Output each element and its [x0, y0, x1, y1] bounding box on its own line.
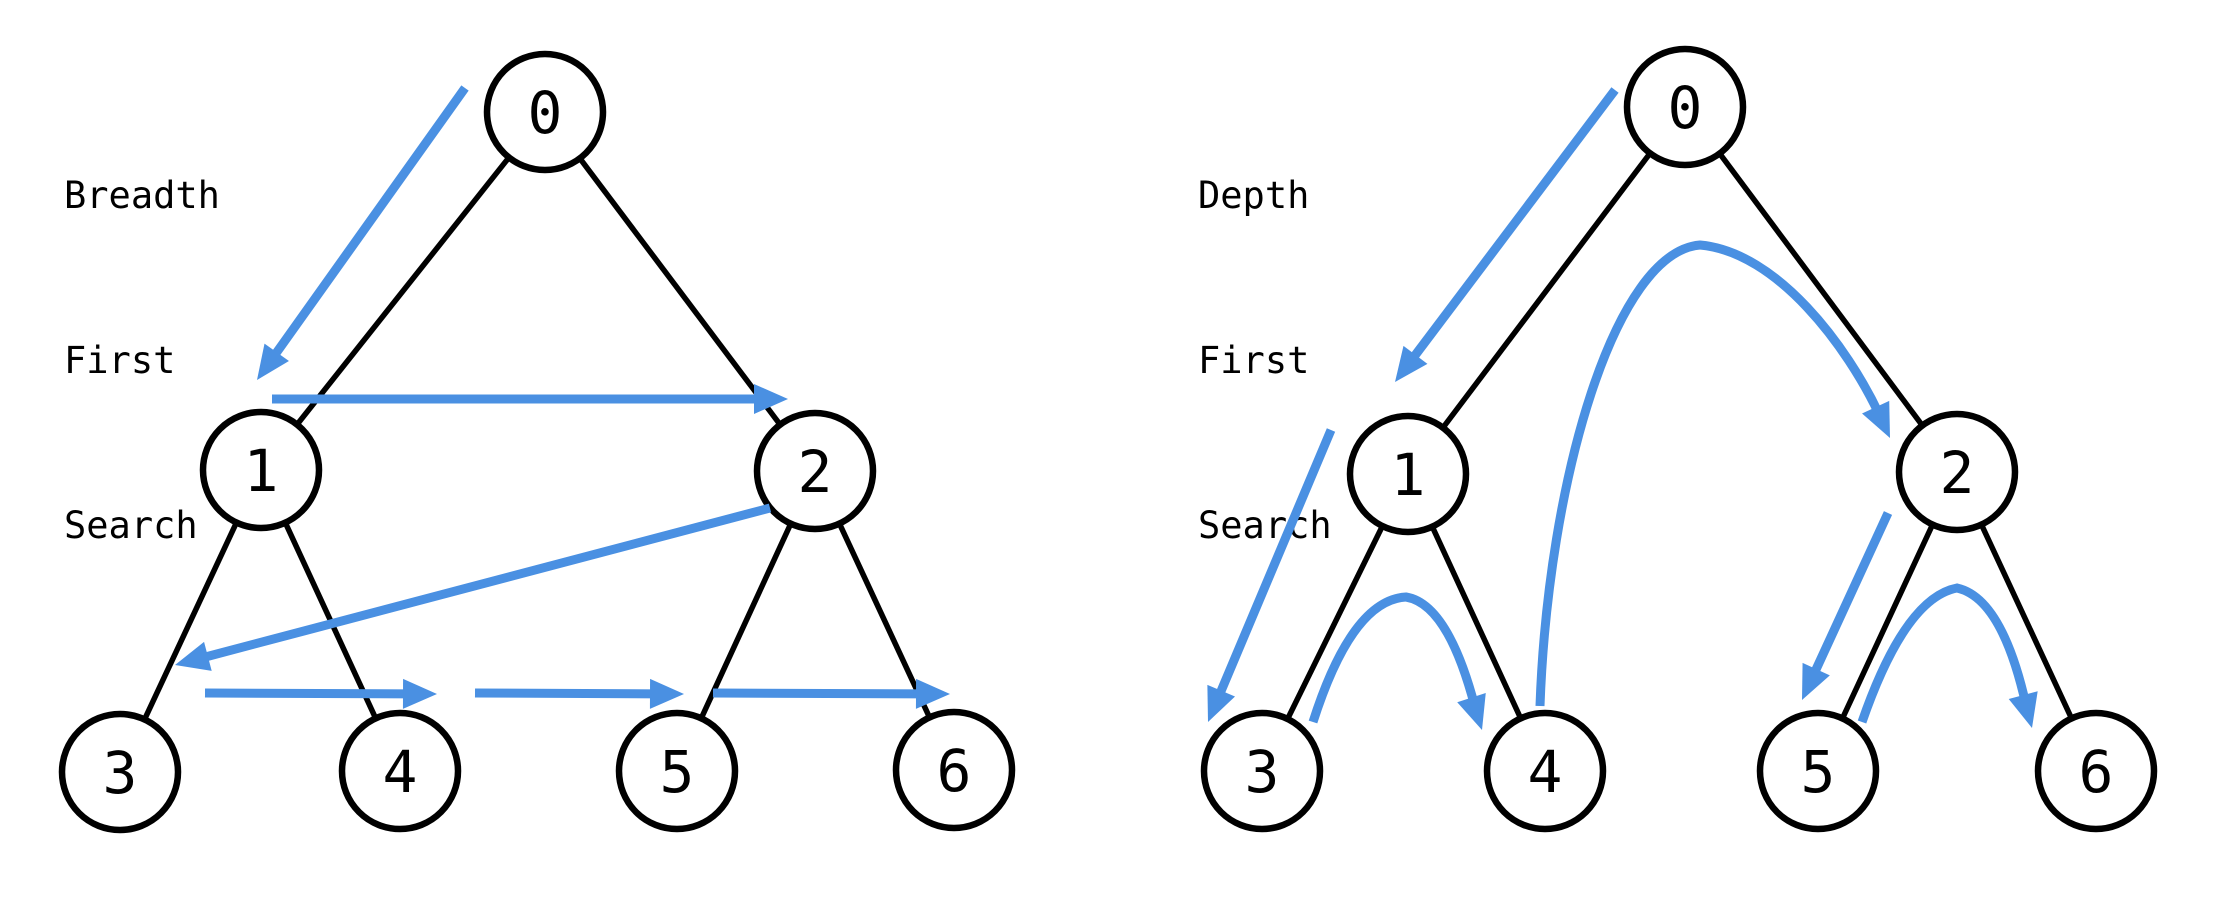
tree-edge-0-2	[1682, 105, 1960, 474]
arrowhead-icon	[754, 384, 788, 414]
node-circle	[338, 709, 462, 833]
traversal-arrow-5-6	[1857, 583, 2038, 728]
node-label: 6	[2079, 738, 2114, 806]
node-label: 2	[1940, 439, 1975, 507]
node-label: 0	[1668, 74, 1703, 142]
node-label: 1	[1391, 441, 1426, 509]
arrow-shaft	[269, 85, 469, 360]
node-circle	[1200, 709, 1324, 833]
arrowhead-icon	[915, 678, 950, 709]
arrowhead-icon	[1395, 345, 1428, 382]
bfs-tree-arrows	[175, 85, 950, 709]
node-circle	[1756, 709, 1880, 833]
arrow-shaft	[1308, 592, 1480, 724]
arrowhead-icon	[1802, 662, 1830, 700]
bfs-tree-node-5: 5	[615, 709, 739, 833]
node-circle	[483, 50, 607, 174]
traversal-arrow-1-2	[272, 384, 788, 414]
tree-edge-0-1	[258, 110, 548, 472]
node-label: 5	[660, 738, 695, 806]
dfs-tree-arrows	[1207, 87, 2038, 730]
node-circle	[1483, 709, 1607, 833]
arrow-shaft	[1809, 511, 1893, 677]
arrow-shaft	[712, 688, 923, 699]
traversal-arrow-3-4	[1308, 592, 1486, 730]
tree-edge-0-2	[542, 110, 818, 473]
bfs-tree-node-4: 4	[338, 709, 462, 833]
bfs-title-line: Breadth	[64, 174, 220, 217]
node-label: 4	[383, 738, 418, 806]
node-label: 1	[244, 437, 279, 505]
arrow-shaft	[1214, 428, 1336, 698]
arrow-shaft	[204, 688, 410, 699]
arrowhead-icon	[1457, 693, 1486, 730]
traversal-arrow-0-1	[257, 85, 469, 380]
node-circle	[58, 710, 182, 834]
bfs-tree-node-2: 2	[753, 409, 877, 533]
node-circle	[753, 409, 877, 533]
arrow-shaft	[200, 503, 772, 663]
dfs-tree: 0 1 2 3 4 5 6	[1200, 45, 2158, 833]
bfs-tree-node-3: 3	[58, 710, 182, 834]
bfs-tree-node-1: 1	[199, 408, 323, 532]
traversal-arrow-1-3	[1207, 428, 1336, 722]
tree-edge-0-1	[1405, 105, 1688, 476]
node-circle	[1623, 45, 1747, 169]
node-label: 2	[798, 438, 833, 506]
dfs-title-line: Depth	[1198, 174, 1310, 217]
traversal-arrow-2-5	[1802, 511, 1893, 700]
dfs-title-line: Search	[1198, 504, 1332, 547]
arrowhead-icon	[402, 678, 437, 709]
dfs-tree-node-0: 0	[1623, 45, 1747, 169]
arrowhead-icon	[1862, 400, 1890, 438]
traversal-arrow-5-6	[712, 678, 950, 709]
dfs-title-line: First	[1198, 339, 1310, 382]
arrow-shaft	[1857, 583, 2031, 724]
node-label: 3	[1245, 738, 1280, 806]
bfs-title-line: Search	[64, 504, 198, 547]
bfs-tree: 0 1 2 3 4 5 6	[58, 50, 1016, 834]
arrowhead-icon	[1207, 684, 1236, 722]
node-circle	[2034, 709, 2158, 833]
node-circle	[892, 708, 1016, 832]
bfs-title-line: First	[64, 339, 176, 382]
node-circle	[199, 408, 323, 532]
bfs-tree-node-6: 6	[892, 708, 1016, 832]
bfs-tree-node-0: 0	[483, 50, 607, 174]
arrow-shaft	[1535, 240, 1884, 707]
bfs-tree-nodes: 0 1 2 3 4 5 6	[58, 50, 1016, 834]
node-circle	[1346, 412, 1470, 536]
node-label: 4	[1528, 738, 1563, 806]
dfs-tree-node-1: 1	[1346, 412, 1470, 536]
traversal-arrow-2-3	[175, 503, 772, 671]
dfs-tree-node-6: 6	[2034, 709, 2158, 833]
traversal-arrow-3-4	[204, 678, 437, 709]
arrowhead-icon	[257, 343, 289, 380]
dfs-tree-node-3: 3	[1200, 709, 1324, 833]
dfs-tree-nodes: 0 1 2 3 4 5 6	[1200, 45, 2158, 833]
arrowhead-icon	[649, 678, 684, 709]
node-circle	[1895, 410, 2019, 534]
arrowhead-icon	[2008, 691, 2038, 728]
dfs-tree-node-2: 2	[1895, 410, 2019, 534]
node-label: 6	[937, 737, 972, 805]
bfs-title: Breadth First Search	[64, 58, 220, 663]
arrowhead-icon	[175, 641, 212, 671]
dfs-tree-node-5: 5	[1756, 709, 1880, 833]
dfs-title: Depth First Search	[1198, 58, 1332, 663]
traversal-arrow-4-2	[1535, 240, 1890, 707]
arrow-shaft	[1408, 87, 1619, 363]
traversal-arrow-0-1	[1395, 87, 1619, 382]
dfs-tree-node-4: 4	[1483, 709, 1607, 833]
node-label: 0	[528, 79, 563, 147]
traversal-arrow-4-5	[474, 678, 684, 709]
node-circle	[615, 709, 739, 833]
arrow-shaft	[474, 688, 657, 699]
node-label: 3	[103, 739, 138, 807]
node-label: 5	[1801, 738, 1836, 806]
